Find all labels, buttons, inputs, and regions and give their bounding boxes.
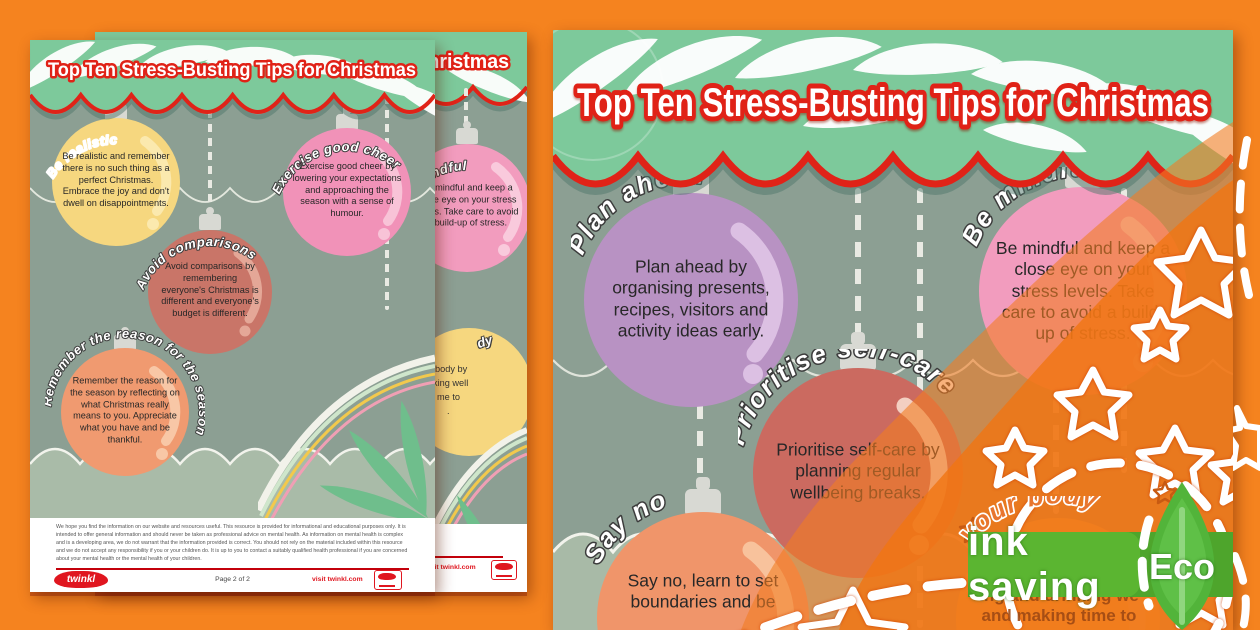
disclaimer-text: We hope you find the information on our … bbox=[56, 524, 408, 562]
ink-saving-label: ink saving bbox=[968, 519, 1101, 609]
svg-text:Top Ten Stress-Busting Tips fo: Top Ten Stress-Busting Tips for Christma… bbox=[48, 59, 416, 81]
bauble-avoid-comparisons: Avoid comparisons Avoid comparisons by r… bbox=[130, 208, 290, 368]
dashed-overlay bbox=[1137, 515, 1154, 611]
preview-page-front[interactable]: Be realistic Be realistic and remember t… bbox=[30, 40, 435, 592]
bauble-string bbox=[855, 188, 861, 340]
tip-text: Exercise good cheer by lowering your exp… bbox=[292, 160, 402, 219]
svg-text:Top Ten Stress-Busting Tips fo: Top Ten Stress-Busting Tips for Christma… bbox=[577, 81, 1209, 125]
leaf-decorations bbox=[30, 41, 435, 131]
tip-text-fragment: king well bbox=[433, 378, 469, 388]
page-footer: We hope you find the information on our … bbox=[30, 518, 435, 592]
page-number: Page 2 of 2 bbox=[215, 576, 250, 583]
bauble-exercise-good-cheer: Exercise good cheer Exercise good cheer … bbox=[267, 108, 427, 268]
margin-decorations bbox=[1233, 136, 1260, 630]
bauble-cap bbox=[685, 477, 721, 515]
bauble-string bbox=[464, 88, 468, 128]
bauble-remember-the-reason: Remember the reason for the season Remem… bbox=[45, 328, 205, 488]
bauble-string bbox=[208, 96, 212, 216]
tip-text-fragment: me to bbox=[437, 392, 460, 402]
bauble-cap bbox=[199, 207, 221, 230]
christmas-garland-header bbox=[553, 30, 1233, 195]
snowflake-decoration bbox=[258, 354, 435, 518]
twinkl-badge-icon bbox=[491, 560, 517, 580]
poster-title: Top Ten Stress-Busting Tips for Christma… bbox=[46, 57, 419, 84]
bauble-cap bbox=[840, 332, 876, 370]
eco-label: Eco bbox=[1149, 546, 1216, 587]
orange-swirl-decoration bbox=[741, 122, 1233, 630]
tip-text: Be realistic and remember there is no su… bbox=[62, 150, 170, 209]
footer-divider bbox=[56, 568, 409, 570]
ink-saving-badge: ink saving bbox=[968, 520, 1140, 609]
visit-link[interactable]: visit twinkl.com bbox=[425, 564, 476, 571]
bauble-cap bbox=[114, 327, 136, 350]
tip-text-fragment: and making time to bbox=[981, 606, 1137, 625]
tip-text-fragment: body by bbox=[435, 364, 468, 374]
tip-text-fragment: . bbox=[447, 406, 450, 416]
christmas-garland-header bbox=[30, 40, 435, 131]
twinkl-logo: twinkl bbox=[54, 571, 108, 588]
twinkl-badge-icon bbox=[374, 570, 402, 590]
bauble-cap bbox=[456, 121, 478, 144]
tip-text: Be mindful and keep a close eye on your … bbox=[415, 182, 519, 228]
tip-text: Say no, learn to set boundaries and be bbox=[627, 570, 779, 612]
visit-link[interactable]: visit twinkl.com bbox=[312, 576, 363, 583]
eco-leaf-icon bbox=[1149, 482, 1215, 630]
bauble-plan-ahead: Plan ahead Plan ahead by organising pres… bbox=[571, 176, 811, 416]
tip-text: Plan ahead by organising presents, recip… bbox=[612, 256, 770, 341]
bauble-be-realistic: Be realistic Be realistic and remember t… bbox=[36, 98, 196, 258]
preview-page-zoomed[interactable]: Plan ahead Plan ahead by organising pres… bbox=[553, 30, 1233, 630]
tip-text: Avoid comparisons by remembering everyon… bbox=[161, 260, 259, 319]
poster-title-zoomed: Top Ten Stress-Busting Tips for Christma… bbox=[572, 76, 1214, 130]
tip-text: Remember the reason for the season by re… bbox=[70, 375, 180, 445]
